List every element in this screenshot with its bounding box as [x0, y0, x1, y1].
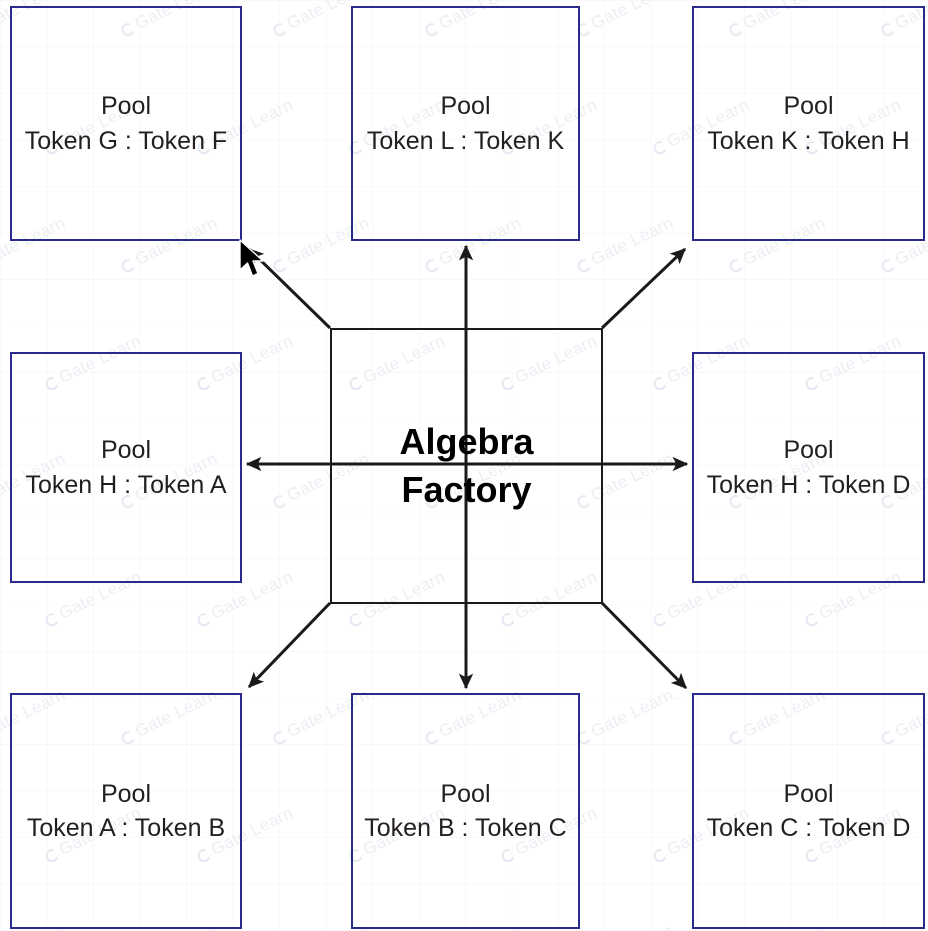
pool-title: Pool: [783, 436, 834, 464]
gate-logo-icon: [651, 610, 669, 628]
pool-label-middle-left: Pool Token H : Token A: [25, 433, 226, 502]
pool-label-bottom-left: Pool Token A : Token B: [27, 777, 225, 846]
pool-node-top-center[interactable]: Pool Token L : Token K: [351, 6, 580, 241]
watermark-gate-learn: Gate Learn: [574, 213, 677, 277]
pool-pair: Token A : Token B: [26, 814, 226, 842]
pool-title: Pool: [100, 92, 152, 120]
arrow-to-pool-bottom-left: [247, 601, 332, 689]
gate-logo-icon: [803, 610, 821, 628]
pool-node-bottom-right[interactable]: Pool Token C : Token D: [692, 693, 925, 929]
pool-title: Pool: [783, 92, 834, 120]
gate-logo-icon: [423, 256, 441, 274]
pool-title: Pool: [440, 779, 491, 808]
gate-logo-icon: [271, 20, 289, 38]
pool-node-bottom-center[interactable]: Pool Token B : Token C: [351, 693, 580, 929]
pool-pair: Token L : Token K: [366, 126, 565, 155]
factory-line-2: Factory: [401, 469, 532, 510]
watermark-text: Gate Learn: [587, 684, 677, 742]
watermark-gate-learn: Gate Learn: [574, 0, 677, 41]
pool-label-top-right: Pool Token K : Token H: [707, 89, 909, 158]
gate-logo-icon: [651, 374, 669, 392]
pool-pair: Token G : Token F: [24, 126, 228, 155]
pool-label-top-center: Pool Token L : Token K: [367, 89, 564, 158]
pool-pair: Token C : Token D: [706, 814, 911, 842]
pool-title: Pool: [100, 436, 152, 464]
gate-logo-icon: [575, 256, 593, 274]
pool-label-bottom-center: Pool Token B : Token C: [364, 777, 566, 846]
pool-node-middle-left[interactable]: Pool Token H : Token A: [10, 352, 242, 583]
gate-logo-icon: [271, 492, 289, 510]
watermark-text: Gate Learn: [587, 0, 677, 34]
gate-logo-icon: [195, 610, 213, 628]
pool-node-top-right[interactable]: Pool Token K : Token H: [692, 6, 925, 241]
arrow-to-pool-bottom-right: [600, 601, 688, 690]
pool-title: Pool: [440, 92, 491, 120]
gate-logo-icon: [119, 256, 137, 274]
gate-logo-icon: [879, 256, 897, 274]
gate-logo-icon: [651, 846, 669, 864]
pool-label-bottom-right: Pool Token C : Token D: [707, 777, 911, 846]
pool-title: Pool: [783, 779, 834, 808]
mouse-cursor-icon: [239, 239, 264, 277]
watermark-gate-learn: Gate Learn: [574, 685, 677, 749]
pool-title: Pool: [100, 779, 152, 808]
pool-node-top-left[interactable]: Pool Token G : Token F: [10, 6, 242, 241]
gate-logo-icon: [43, 610, 61, 628]
pool-pair: Token K : Token H: [707, 126, 910, 155]
algebra-factory-node[interactable]: Algebra Factory: [330, 328, 603, 604]
watermark-gate-learn: Gate Learn: [574, 921, 677, 931]
pool-pair: Token H : Token A: [25, 470, 227, 499]
arrow-to-pool-top-left: [247, 247, 332, 330]
pool-pair: Token H : Token D: [706, 470, 911, 499]
pool-pair: Token B : Token C: [364, 814, 567, 842]
pool-label-top-left: Pool Token G : Token F: [25, 89, 227, 158]
gate-logo-icon: [271, 728, 289, 746]
pool-node-middle-right[interactable]: Pool Token H : Token D: [692, 352, 925, 583]
gate-logo-icon: [347, 610, 365, 628]
watermark-text: Gate Learn: [588, 921, 677, 931]
gate-logo-icon: [271, 256, 289, 274]
watermark-text: Gate Learn: [587, 212, 677, 270]
pool-label-middle-right: Pool Token H : Token D: [707, 433, 911, 502]
gate-logo-icon: [499, 610, 517, 628]
factory-line-1: Algebra: [399, 421, 534, 463]
gate-logo-icon: [651, 138, 669, 156]
algebra-factory-label: Algebra Factory: [399, 418, 533, 514]
pool-node-bottom-left[interactable]: Pool Token A : Token B: [10, 693, 242, 929]
arrow-to-pool-top-right: [600, 247, 687, 330]
gate-logo-icon: [727, 256, 745, 274]
